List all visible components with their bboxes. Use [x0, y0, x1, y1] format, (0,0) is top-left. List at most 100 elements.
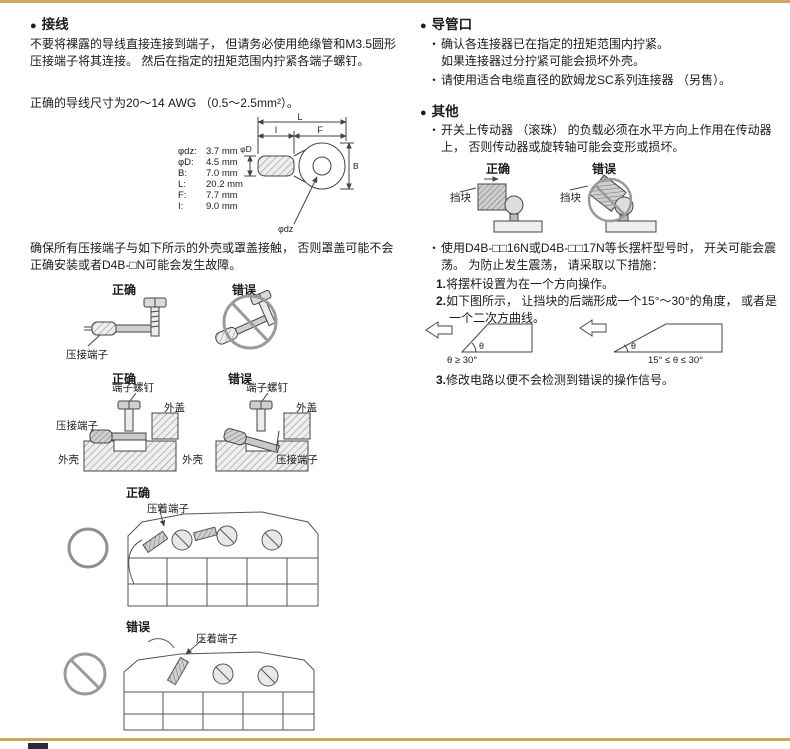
- dim-letter-phidz: φdz: [278, 224, 294, 234]
- housing-label: 外壳: [58, 454, 79, 466]
- dimension-row: φD: 4.5 mm: [178, 157, 243, 168]
- wiring-paragraph-3: 确保所有压接端子与如下所示的外壳或罩盖接触， 否则罩盖可能不会正确安装或者D4B…: [30, 241, 394, 272]
- dim-letter-F: F: [317, 125, 323, 135]
- terminal-screw-label: 端子螺钉: [112, 382, 154, 394]
- wrong-label: 错误: [592, 162, 617, 176]
- terminal-seating-correct-drawing: [83, 393, 179, 472]
- wiring-paragraph-1: 不要将裸露的导线直接连接到端子， 但请务必使用绝缘管和M3.5圆形压接端子将其连…: [30, 37, 397, 68]
- dim-letter-phiD: φD: [240, 144, 252, 154]
- wrong-label: 错误: [126, 620, 151, 634]
- wrong-label: 错误: [228, 372, 253, 386]
- theta-symbol: θ: [631, 341, 636, 351]
- dimension-label: φD:: [178, 157, 194, 168]
- angle-caption-left: θ ≥ 30°: [447, 355, 478, 366]
- footer-mark: [28, 743, 48, 749]
- stopper-wrong-drawing: [569, 174, 657, 233]
- stopper-label: 挡块: [560, 192, 581, 204]
- stopper-correct-drawing: [459, 176, 543, 233]
- conduit-section-heading: ● 导管口: [420, 13, 472, 33]
- dimension-label: B:: [178, 168, 187, 179]
- dim-letter-L: L: [297, 112, 302, 122]
- step-2: 2.如下图所示， 让挡块的后端形成一个15°～30°的角度， 或者是一个二次方曲…: [436, 293, 780, 326]
- dimension-row: L: 20.2 mm: [178, 179, 243, 190]
- dimension-value: 4.5 mm: [206, 157, 238, 168]
- dimension-row: F: 7.7 mm: [178, 190, 243, 201]
- list-bullet-icon: ・: [428, 123, 441, 137]
- dim-letter-B: B: [353, 161, 359, 171]
- ok-circle-icon: [67, 527, 109, 569]
- step-3: 3.修改电路以便不会检测到错误的操作信号。: [436, 372, 780, 389]
- dimension-label: L:: [178, 179, 186, 190]
- dimension-value: 20.2 mm: [206, 179, 243, 190]
- dimension-row: φdz: 3.7 mm: [178, 146, 243, 157]
- dog-angle-steep-drawing: θ: [425, 321, 533, 353]
- crimp-terminal-label: 压着端子: [196, 633, 238, 645]
- top-rule: [0, 0, 790, 3]
- step-1: 1.将摆杆设置为在一个方向操作。: [436, 276, 780, 293]
- ring-terminal-dimension-drawing: L I F φD B φdz: [240, 112, 359, 234]
- section-bullet-icon: ●: [420, 107, 427, 119]
- wiring-section-title: 接线: [41, 17, 69, 32]
- step-number: 3.: [436, 373, 447, 387]
- conduit-item: ・确认各连接器已在指定的扭矩范围内拧紧。 如果连接器过分拧紧可能会损坏外壳。: [428, 36, 780, 70]
- dimension-row: B: 7.0 mm: [178, 168, 243, 179]
- other-load-note: ・开关上传动器 （滚珠） 的负载必须在水平方向上作用在传动器上， 否则传动器或旋…: [428, 122, 780, 156]
- wiring-paragraph-2: 正确的导线尺寸为20～14 AWG （0.5～2.5mm²）。: [30, 96, 299, 110]
- cover-label: 外盖: [296, 402, 317, 414]
- crimp-terminal-label: 压着端子: [147, 503, 189, 515]
- terminal-seating-wrong-drawing: [215, 393, 311, 472]
- dimension-label: I:: [178, 201, 184, 212]
- prohibition-icon: [587, 177, 633, 223]
- angle-caption-right: 15° ≤ θ ≤ 30°: [648, 355, 704, 366]
- switch-interior-correct-drawing: [127, 503, 319, 607]
- list-bullet-icon: ・: [428, 73, 441, 87]
- dog-angle-gentle-drawing: θ: [579, 319, 723, 353]
- other-section-heading: ● 其他: [420, 100, 459, 120]
- step-number: 2.: [436, 294, 447, 308]
- housing-label: 外壳: [182, 454, 203, 466]
- step-text: 修改电路以便不会检测到错误的操作信号。: [446, 373, 675, 387]
- dimension-label: F:: [178, 190, 187, 201]
- crimp-terminal-label: 压接端子: [276, 454, 318, 466]
- conduit-item: ・请使用适合电缆直径的欧姆龙SC系列连接器 （另售）。: [428, 72, 780, 89]
- stopper-label: 挡块: [450, 192, 471, 204]
- correct-label: 正确: [126, 486, 151, 500]
- wrong-label: 错误: [232, 283, 257, 297]
- dimension-value: 9.0 mm: [206, 201, 238, 212]
- left-arrow-icon: [425, 321, 453, 339]
- left-arrow-icon: [579, 319, 607, 337]
- prohibition-icon: [222, 294, 278, 350]
- step-text: 如下图所示， 让挡块的后端形成一个15°～30°的角度， 或者是一个二次方曲线。: [446, 294, 777, 325]
- terminal-dimension-list: φdz:3.7 mm φD:4.5 mm B:7.0 mm L:20.2 mm …: [178, 146, 243, 212]
- dimension-value: 7.0 mm: [206, 168, 238, 179]
- section-bullet-icon: ●: [420, 20, 427, 32]
- dim-letter-I: I: [275, 125, 278, 135]
- dimension-value: 7.7 mm: [206, 190, 238, 201]
- other-section-title: 其他: [431, 104, 459, 119]
- correct-label: 正确: [486, 162, 511, 176]
- switch-interior-wrong-drawing: [123, 637, 315, 731]
- list-bullet-icon: ・: [428, 241, 441, 255]
- conduit-item-text: 请使用适合电缆直径的欧姆龙SC系列连接器 （另售）。: [441, 73, 732, 87]
- dimension-value: 3.7 mm: [206, 146, 238, 157]
- correct-label: 正确: [112, 372, 137, 386]
- list-bullet-icon: ・: [428, 37, 441, 51]
- other-chatter-note: ・使用D4B-□□16N或D4B-□□17N等长摆杆型号时， 开关可能会震荡。 …: [428, 240, 780, 274]
- dimension-label: φdz:: [178, 146, 197, 157]
- step-number: 1.: [436, 277, 447, 291]
- step-text: 将摆杆设置为在一个方向操作。: [446, 277, 615, 291]
- other-load-note-text: 开关上传动器 （滚珠） 的负载必须在水平方向上作用在传动器上， 否则传动器或旋转…: [441, 123, 772, 154]
- prohibition-icon: [63, 652, 107, 696]
- cover-label: 外盖: [164, 402, 185, 414]
- other-chatter-note-text: 使用D4B-□□16N或D4B-□□17N等长摆杆型号时， 开关可能会震荡。 为…: [441, 241, 777, 272]
- theta-symbol: θ: [479, 341, 484, 351]
- wiring-section-heading: ● 接线: [30, 13, 69, 33]
- crimp-terminal-label: 压接端子: [56, 420, 98, 432]
- crimp-orientation-wrong-drawing: [215, 290, 278, 350]
- conduit-item-text: 确认各连接器已在指定的扭矩范围内拧紧。 如果连接器过分拧紧可能会损坏外壳。: [441, 37, 670, 68]
- crimp-orientation-correct-drawing: [84, 297, 167, 347]
- terminal-screw-label: 端子螺钉: [246, 382, 288, 394]
- crimp-terminal-label: 压接端子: [66, 349, 108, 361]
- conduit-section-title: 导管口: [431, 17, 473, 32]
